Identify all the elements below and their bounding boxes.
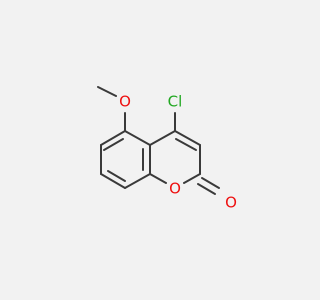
bond-c5-c6-inner — [103, 138, 124, 151]
bond-o-methoxy-ch3 — [97, 86, 117, 97]
molecule-structure: Cl O O O — [97, 86, 239, 212]
bond-c4-c3 — [174, 130, 201, 146]
bond-c4-c3-inner — [175, 138, 197, 151]
atom-methoxy-oxygen: O — [117, 93, 133, 111]
atom-chlorine-label: Cl — [168, 93, 183, 111]
bond-c8-c8a — [124, 173, 151, 189]
bond-c4a-c4 — [149, 130, 176, 146]
bond-o1-c8a — [149, 173, 167, 184]
bond-c5-c6 — [100, 130, 126, 146]
bond-c7-c8-inner — [107, 170, 126, 182]
atom-carbonyl-oxygen-label: O — [225, 194, 237, 212]
atom-ring-oxygen-label: O — [169, 180, 181, 198]
bond-c2-o-carbonyl-1 — [201, 177, 220, 189]
bond-c2-o-carbonyl-2 — [197, 183, 216, 195]
atom-carbonyl-oxygen: O — [223, 194, 239, 212]
bond-c7-c8 — [100, 173, 126, 189]
bond-c4a-c5 — [124, 130, 151, 146]
atom-methoxy-oxygen-label: O — [119, 93, 131, 111]
atom-ring-oxygen: O — [167, 180, 183, 198]
atom-chlorine: Cl — [163, 92, 187, 112]
bond-c2-o1 — [183, 173, 201, 184]
